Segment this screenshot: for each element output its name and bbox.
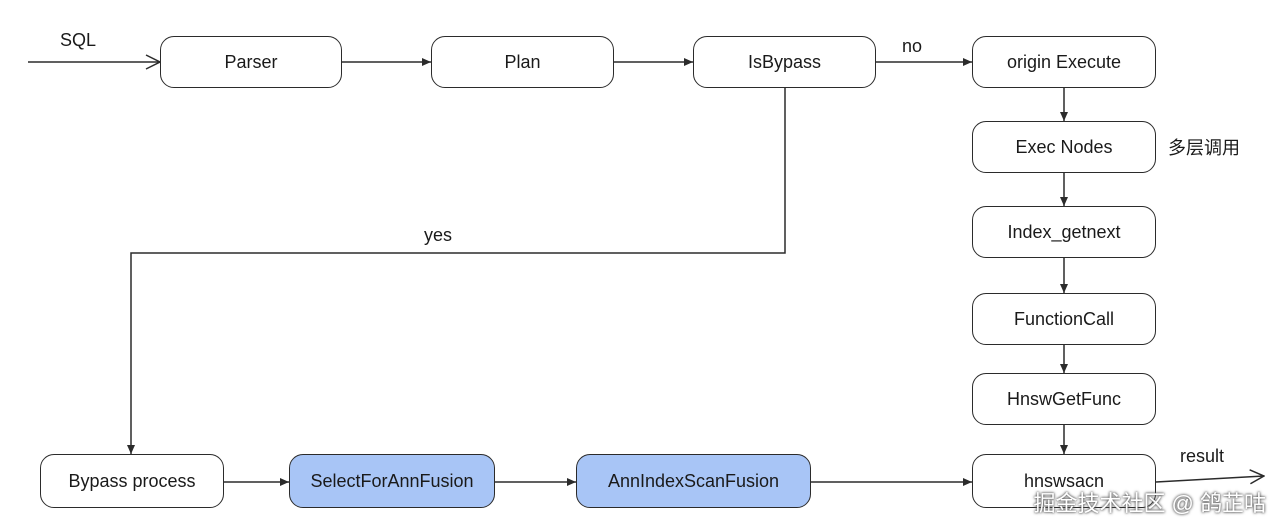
hnswsacn-node: hnswsacn	[972, 454, 1156, 508]
no-label: no	[902, 36, 923, 56]
hnsw-get-func-node: HnswGetFunc	[972, 373, 1156, 425]
multi-layer-call-label: 多层调用	[1168, 138, 1240, 158]
exec-nodes-node: Exec Nodes	[972, 121, 1156, 173]
plan-node: Plan	[431, 36, 614, 88]
watermark: 掘金技术社区 @ 鸽芷咕	[1033, 491, 1266, 516]
select-for-ann-fusion-node: SelectForAnnFusion	[289, 454, 495, 508]
function-call-node: FunctionCall	[972, 293, 1156, 345]
index-getnext-node: Index_getnext	[972, 206, 1156, 258]
result-label: result	[1180, 446, 1225, 466]
parser-node: Parser	[160, 36, 342, 88]
yes-label: yes	[424, 225, 453, 245]
arrow-isbypass-yes-to-bypass-process	[127, 88, 786, 454]
arrow-hnswsacn-to-result	[1155, 476, 1264, 482]
sql-label: SQL	[60, 30, 97, 50]
bypass-process-node: Bypass process	[40, 454, 224, 508]
origin-execute-node: origin Execute	[972, 36, 1156, 88]
ann-index-scan-fusion-node: AnnIndexScanFusion	[576, 454, 811, 508]
isbypass-node: IsBypass	[693, 36, 876, 88]
